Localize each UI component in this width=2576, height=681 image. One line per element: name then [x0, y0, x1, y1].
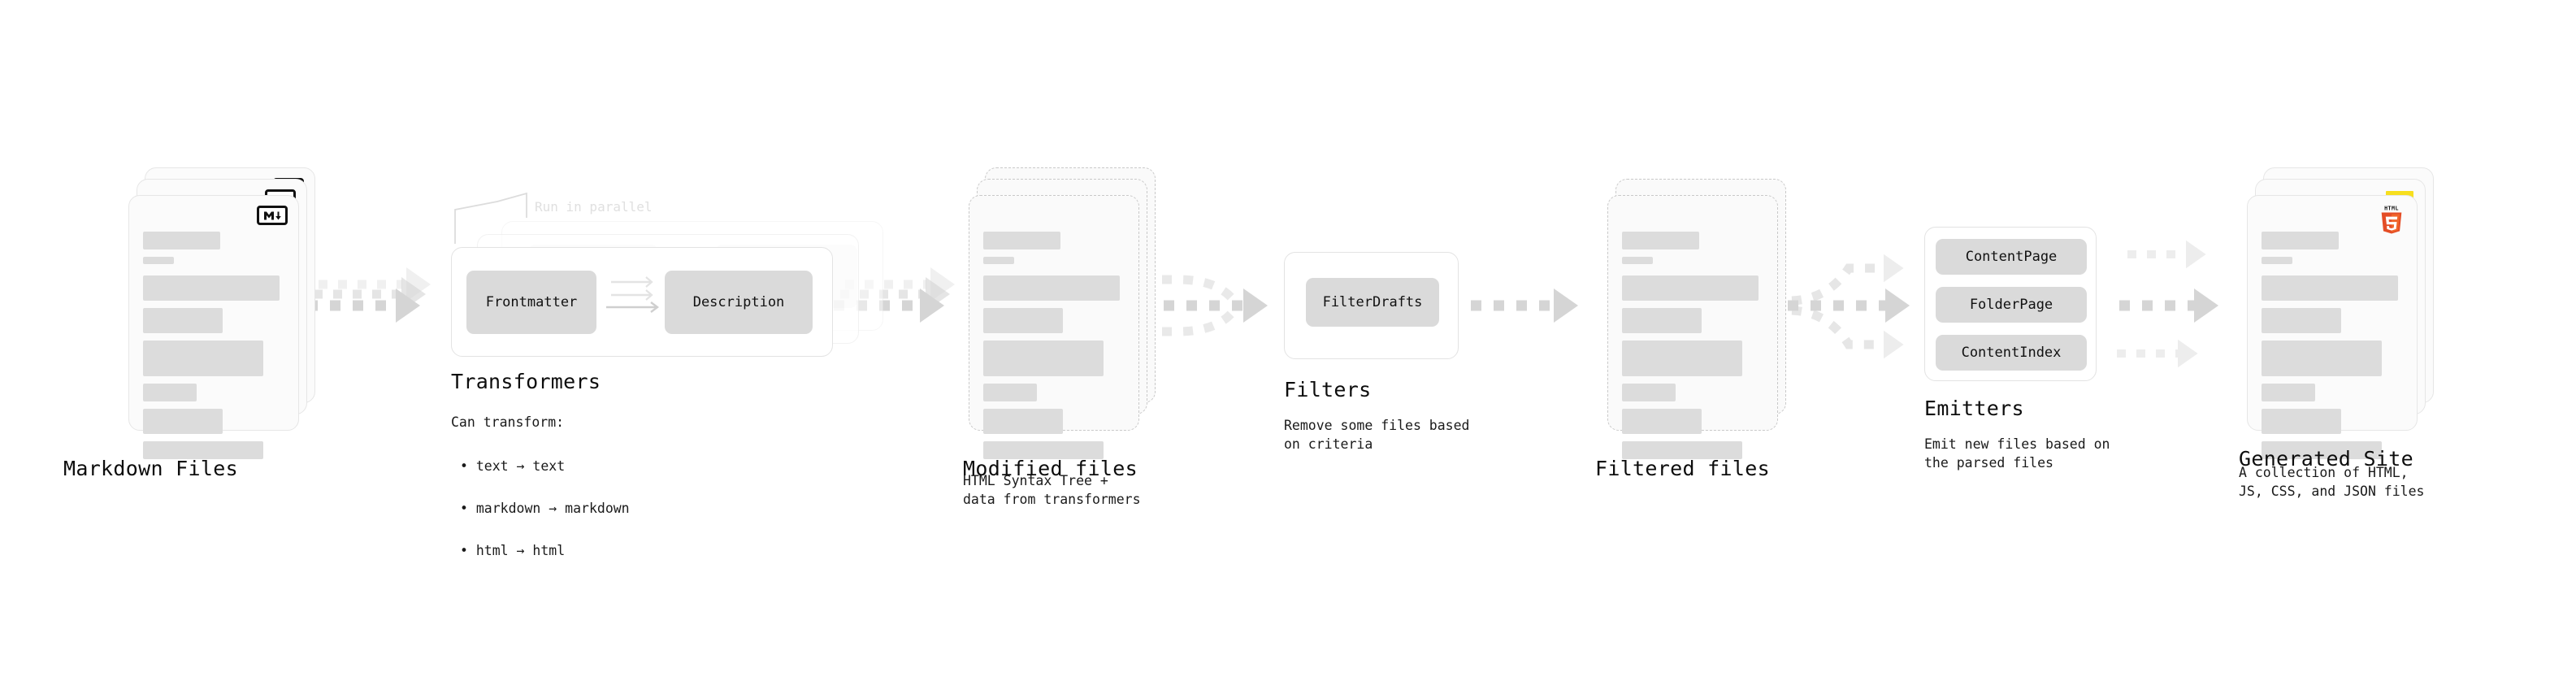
skeleton-row — [2262, 441, 2382, 459]
html5-icon: HTML — [2378, 205, 2405, 234]
skeleton-row — [2262, 384, 2315, 401]
stage-subtitle-transformers: Can transform: — [451, 414, 565, 430]
skeleton-row — [983, 340, 1104, 376]
skeleton-row — [983, 308, 1063, 333]
skeleton-row — [983, 257, 1014, 264]
pill-folderpage[interactable]: FolderPage — [1936, 287, 2087, 323]
stage-subtitle-modified-files: HTML Syntax Tree + data from transformer… — [963, 473, 1141, 508]
stage-title-modified-files: Modified files — [963, 457, 1138, 480]
stage-title-filters: Filters — [1284, 378, 1372, 401]
skeleton-row — [983, 275, 1120, 301]
pill-contentindex[interactable]: ContentIndex — [1936, 335, 2087, 371]
skeleton-row — [1622, 409, 1702, 434]
svg-text:HTML: HTML — [2384, 206, 2399, 212]
flow-filters-to-filtered — [1471, 288, 1578, 323]
skeleton-row — [1622, 340, 1742, 376]
skeleton-row — [1622, 308, 1702, 333]
skeleton-row — [2262, 409, 2341, 434]
skeleton-row — [983, 232, 1060, 249]
skeleton-row — [143, 441, 263, 459]
generated-file-card-html: HTML — [2247, 195, 2418, 459]
file-skeleton — [1622, 232, 1763, 466]
filters-box: FilterDrafts — [1284, 252, 1459, 359]
markdown-file-card-front — [128, 195, 299, 459]
skeleton-row — [143, 275, 280, 301]
emitters-box: ContentPage FolderPage ContentIndex — [1924, 227, 2097, 381]
pill-filterdrafts[interactable]: FilterDrafts — [1306, 278, 1439, 327]
skeleton-row — [1622, 232, 1699, 249]
flow-modified-to-filters — [1141, 275, 1268, 336]
pill-contentpage[interactable]: ContentPage — [1936, 239, 2087, 275]
skeleton-row — [1622, 257, 1653, 264]
stage-title-emitters: Emitters — [1924, 397, 2024, 420]
skeleton-row — [143, 232, 220, 249]
file-skeleton — [2262, 232, 2403, 466]
pill-description[interactable]: Description — [665, 271, 813, 334]
stage-title-markdown-files: Markdown Files — [63, 457, 238, 480]
stage-title-generated-site: Generated Site — [2239, 447, 2413, 471]
skeleton-row — [1622, 275, 1759, 301]
skeleton-row — [143, 340, 263, 376]
stage-title-filtered-files: Filtered files — [1595, 457, 1770, 480]
skeleton-row — [1622, 441, 1742, 459]
pill-frontmatter[interactable]: Frontmatter — [466, 271, 596, 334]
run-in-parallel-label: Run in parallel — [535, 199, 653, 215]
skeleton-row — [2262, 275, 2398, 301]
markdown-icon — [257, 206, 288, 225]
stage-subtitle-emitters: Emit new files based on the parsed files — [1924, 436, 2110, 471]
stage-subtitle-generated-site: A collection of HTML, JS, CSS, and JSON … — [2239, 465, 2425, 500]
skeleton-row — [2262, 257, 2292, 264]
transformer-card-front: Frontmatter Description — [451, 247, 833, 357]
skeleton-row — [983, 384, 1037, 401]
modified-file-card-front — [969, 195, 1139, 459]
bullet-item: • text → text — [460, 458, 566, 475]
flow-emitters-to-site — [2117, 240, 2218, 368]
skeleton-row — [983, 441, 1104, 459]
skeleton-row — [143, 409, 223, 434]
stage-title-transformers: Transformers — [451, 370, 601, 393]
transformer-inner-arrows — [606, 276, 659, 313]
skeleton-row — [143, 308, 223, 333]
transformers-bullet-list: • text → text • markdown → markdown • ht… — [460, 435, 630, 583]
skeleton-row — [2262, 340, 2382, 376]
stage-subtitle-filters: Remove some files based on criteria — [1284, 418, 1470, 453]
flow-filtered-to-emitters — [1788, 254, 1910, 359]
skeleton-row — [1622, 384, 1676, 401]
skeleton-row — [983, 409, 1063, 434]
bullet-item: • markdown → markdown — [460, 501, 630, 517]
file-skeleton — [983, 232, 1125, 466]
skeleton-row — [143, 257, 174, 264]
skeleton-row — [2262, 232, 2339, 249]
skeleton-row — [2262, 308, 2341, 333]
filtered-file-card-front — [1607, 195, 1778, 459]
flow-md-to-transformers — [307, 267, 431, 323]
skeleton-row — [143, 384, 197, 401]
file-skeleton — [143, 232, 284, 466]
bullet-item: • html → html — [460, 543, 566, 559]
